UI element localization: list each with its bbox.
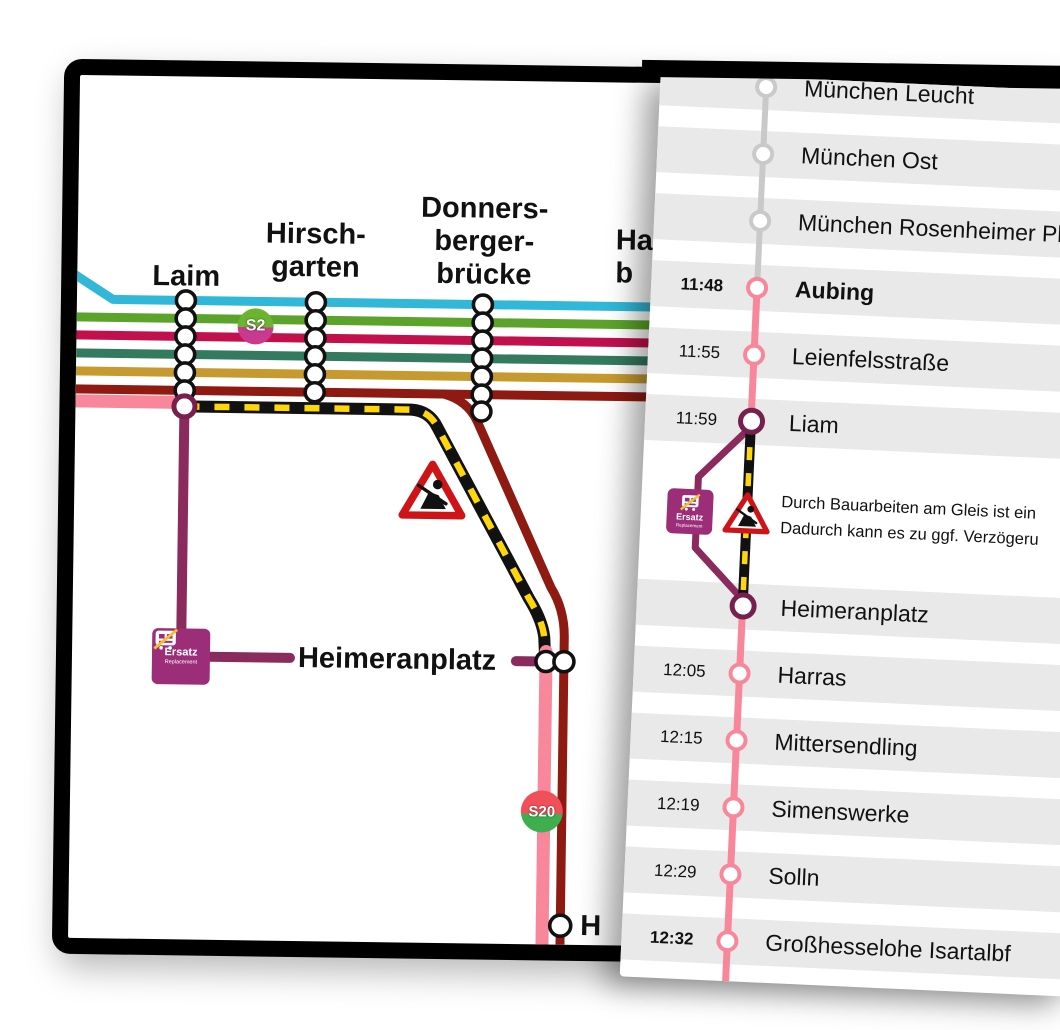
station-name: München Ost [800,141,939,174]
station-time: 11:59 [675,407,718,429]
station-time: 12:05 [662,659,707,681]
ersatz-replacement-icon: Ersatz Replacement [151,627,211,685]
bottom-station-label: H [580,910,602,943]
station-name: München Rosenheimer Platz [797,208,1060,249]
route-stop [728,661,752,685]
station-name: Großhesselohe Isartalbf [764,928,1012,967]
route-stop [725,728,749,752]
station-name: Solln [767,861,821,891]
station-time: 11:55 [678,340,721,362]
station-name: Liam [788,409,840,438]
station-time [637,601,709,604]
station-name: Harras [776,661,848,691]
station-time: 12:15 [659,726,704,748]
station-name: Simenswerke [770,795,910,828]
station-time: 11:48 [680,273,724,295]
crossed-train-icon [152,628,179,651]
route-stop [748,208,772,232]
construction-warning-icon [722,491,772,537]
station-label-donnersbergerbruecke: Donners-berger-brücke [420,191,549,291]
disruption-notice: Ersatz Replacement Durch Bauarbeiten am … [664,451,1060,589]
heimeranplatz-label: Heimeranplatz [297,642,497,677]
station-label-laim: Laim [152,259,221,293]
station-name: Heimeranplatz [780,594,930,627]
station-markers [171,289,576,939]
station-name: Leienfelsstraße [791,342,950,376]
station-label-hirschgarten: Hirsch-garten [265,217,367,284]
station-name: Mittersendling [773,728,919,761]
route-stop [718,862,742,886]
route-stop [742,342,766,366]
ersatz-title: Ersatz [675,511,704,523]
station-time [660,82,732,85]
station-name: Aubing [794,275,875,306]
timetable-panel: Ersatz Replacement Durch Bauarbeiten am … [619,72,1060,997]
network-map: Laim Hirsch-garten Donners-berger-brücke… [51,58,1060,969]
crossed-train-icon [679,493,702,513]
station-time: 12:32 [649,927,694,949]
ersatz-subtitle: Replacement [675,522,703,529]
station-time: 12:29 [653,860,697,882]
ersatz-subtitle: Replacement [164,658,198,666]
ersatz-replacement-icon: Ersatz Replacement [665,487,714,535]
station-time [657,149,729,152]
station-time [654,216,726,219]
disruption-notice-text: Durch Bauarbeiten am Gleis ist ein Dadur… [779,493,1040,549]
station-time: 12:19 [656,793,701,815]
